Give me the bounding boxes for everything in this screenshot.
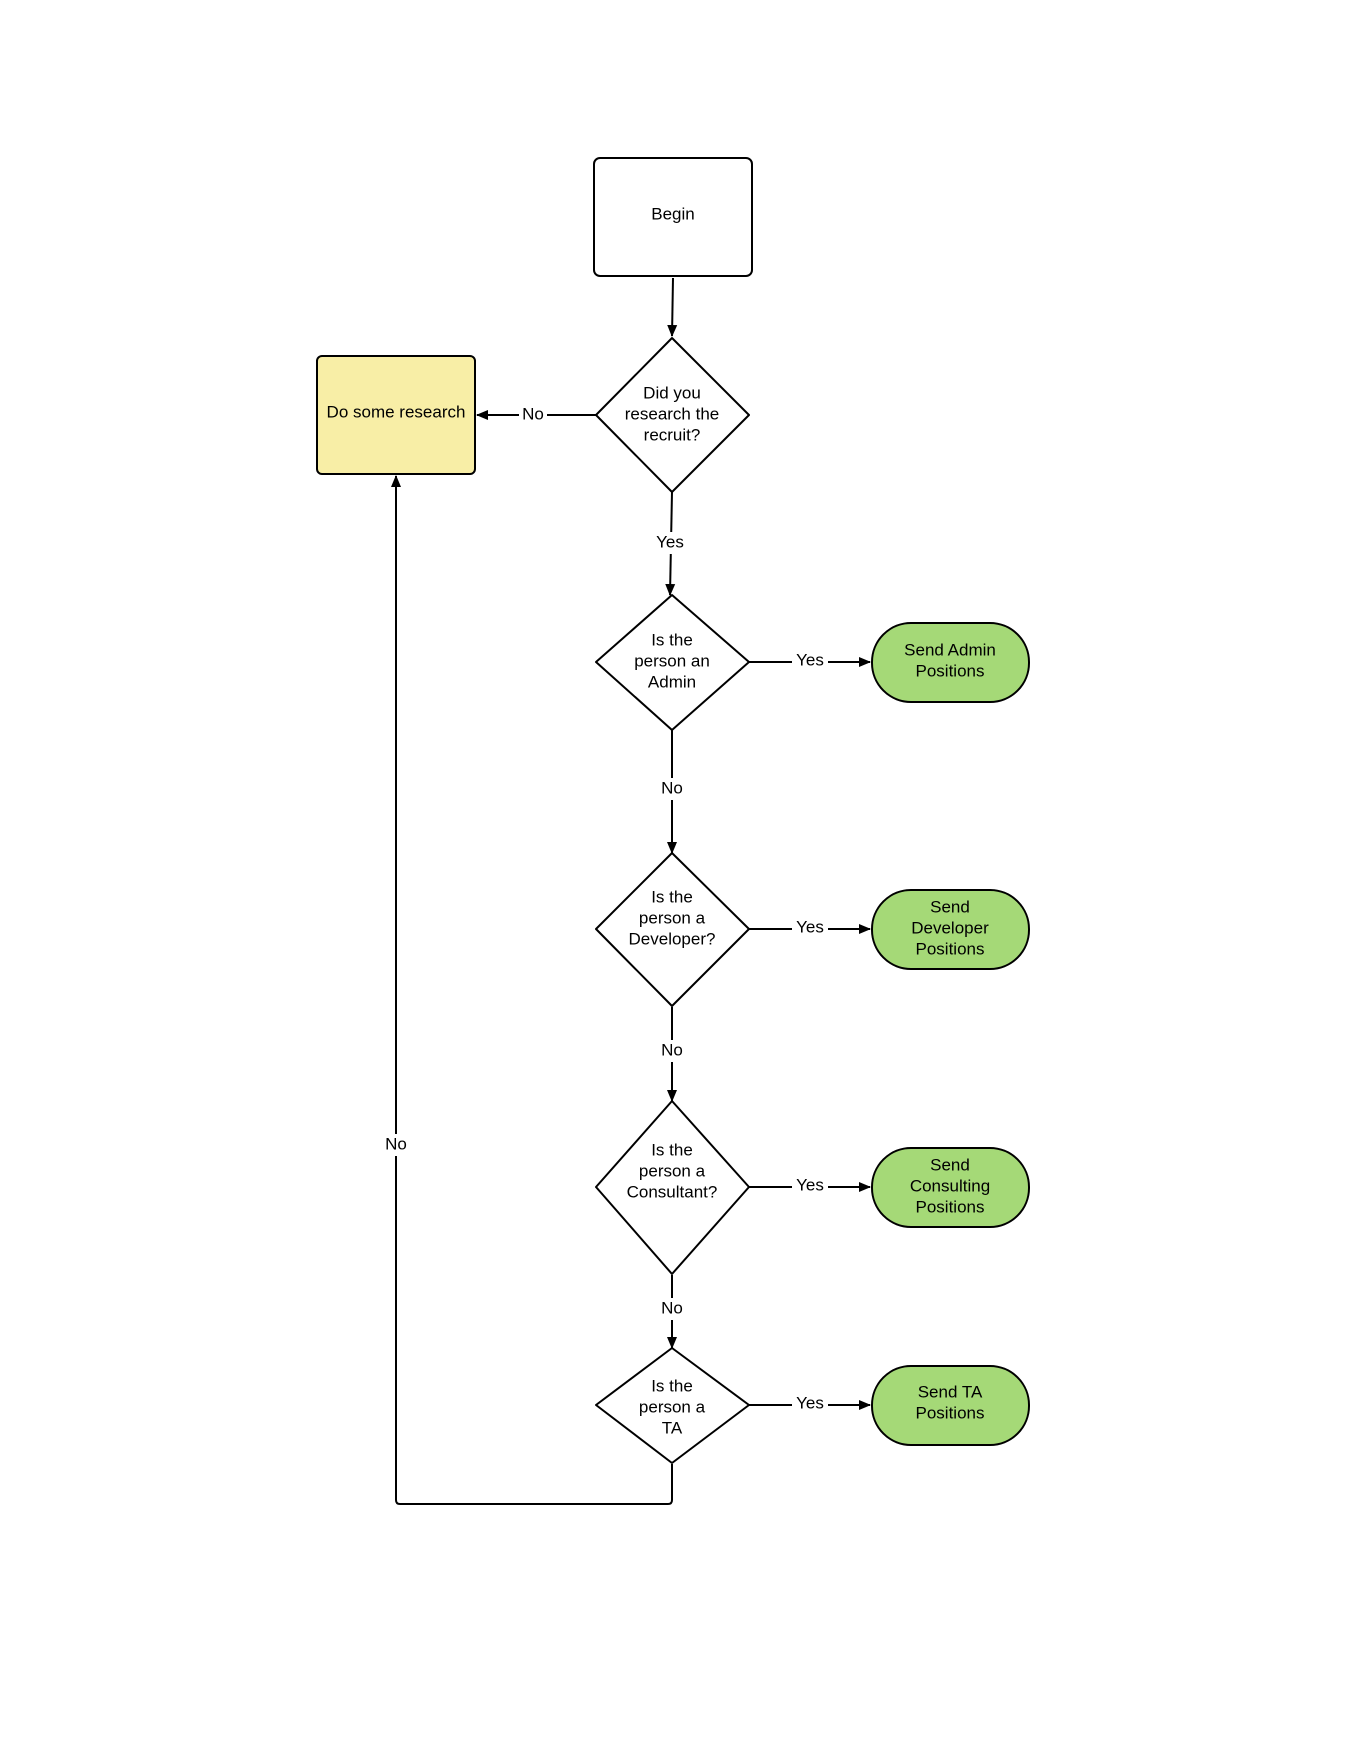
- edge-admin-no-label: No: [661, 778, 683, 797]
- edge-admin-yes-label: Yes: [796, 650, 824, 669]
- edges: No Yes Yes No Yes No Yes No Yes No: [381, 277, 871, 1505]
- send-developer-line-1: Send: [930, 897, 970, 916]
- node-do-research: Do some research: [316, 355, 476, 475]
- admin-question-diamond: [595, 594, 750, 731]
- send-consulting-line-3: Positions: [916, 1197, 985, 1216]
- send-developer-line-3: Positions: [916, 939, 985, 958]
- research-question-line-3: recruit?: [644, 425, 701, 444]
- ta-question-line-2: person a: [639, 1397, 706, 1416]
- ta-question-line-1: Is the: [651, 1376, 693, 1395]
- send-admin-line-2: Positions: [916, 661, 985, 680]
- send-admin-terminal: [871, 622, 1030, 703]
- node-begin: Begin: [593, 157, 753, 277]
- do-research-label: Do some research: [327, 402, 466, 421]
- node-ta-question: Is the person a TA: [595, 1347, 750, 1464]
- node-send-developer: Send Developer Positions: [871, 889, 1030, 970]
- edge-developer-no-label: No: [661, 1040, 683, 1059]
- node-send-ta: Send TA Positions: [871, 1365, 1030, 1446]
- edge-consultant-yes-label-bg: [792, 1175, 828, 1197]
- edge-research-no-label: No: [522, 404, 544, 423]
- edge-research-no-label-bg: [519, 404, 547, 426]
- consultant-question-line-1: Is the: [651, 1140, 693, 1159]
- send-ta-line-2: Positions: [916, 1403, 985, 1422]
- ta-question-diamond: [595, 1347, 750, 1464]
- node-consultant-question: Is the person a Consultant?: [595, 1100, 750, 1275]
- admin-question-line-1: Is the: [651, 630, 693, 649]
- developer-question-line-1: Is the: [651, 887, 693, 906]
- do-research-box: [316, 355, 476, 475]
- edge-consultant-no-label-bg: [657, 1298, 687, 1320]
- begin-box: [593, 157, 753, 277]
- send-ta-line-1: Send TA: [918, 1382, 983, 1401]
- consultant-question-line-2: person a: [639, 1161, 706, 1180]
- edge-developer-yes-label: Yes: [796, 917, 824, 936]
- edge-developer-yes-label-bg: [792, 917, 828, 939]
- send-consulting-line-2: Consulting: [910, 1176, 990, 1195]
- edge-begin-to-research-question: [667, 277, 678, 337]
- admin-question-line-3: Admin: [648, 672, 696, 691]
- ta-question-line-3: TA: [662, 1418, 683, 1437]
- consultant-question-diamond: [595, 1100, 750, 1275]
- admin-question-line-2: person an: [634, 651, 710, 670]
- developer-question-line-3: Developer?: [629, 929, 716, 948]
- edge-research-yes-label: Yes: [656, 532, 684, 551]
- edge-ta-no-loop: [391, 475, 673, 1505]
- research-question-line-2: research the: [625, 404, 720, 423]
- edge-admin-yes-label-bg: [792, 650, 828, 672]
- edge-research-yes-label-bg: [652, 532, 688, 554]
- send-developer-line-2: Developer: [911, 918, 989, 937]
- edge-consultant-no-label: No: [661, 1298, 683, 1317]
- node-developer-question: Is the person a Developer?: [595, 852, 750, 1007]
- edge-developer-no-label-bg: [657, 1040, 687, 1062]
- begin-label: Begin: [651, 204, 694, 223]
- send-developer-terminal: [871, 889, 1030, 970]
- node-research-question: Did you research the recruit?: [595, 337, 750, 493]
- node-admin-question: Is the person an Admin: [595, 594, 750, 731]
- research-question-line-1: Did you: [643, 383, 701, 402]
- node-send-admin: Send Admin Positions: [871, 622, 1030, 703]
- send-consulting-terminal: [871, 1147, 1030, 1228]
- edge-consultant-yes-label: Yes: [796, 1175, 824, 1194]
- research-question-diamond: [595, 337, 750, 493]
- developer-question-diamond: [595, 852, 750, 1007]
- consultant-question-line-3: Consultant?: [627, 1182, 718, 1201]
- edge-ta-yes-label: Yes: [796, 1393, 824, 1412]
- edge-ta-no-label: No: [385, 1134, 407, 1153]
- edge-admin-no-label-bg: [657, 778, 687, 800]
- node-send-consulting: Send Consulting Positions: [871, 1147, 1030, 1228]
- send-ta-terminal: [871, 1365, 1030, 1446]
- edge-ta-no-label-bg: [381, 1134, 411, 1156]
- edge-ta-yes-label-bg: [792, 1393, 828, 1415]
- send-consulting-line-1: Send: [930, 1155, 970, 1174]
- developer-question-line-2: person a: [639, 908, 706, 927]
- send-admin-line-1: Send Admin: [904, 640, 996, 659]
